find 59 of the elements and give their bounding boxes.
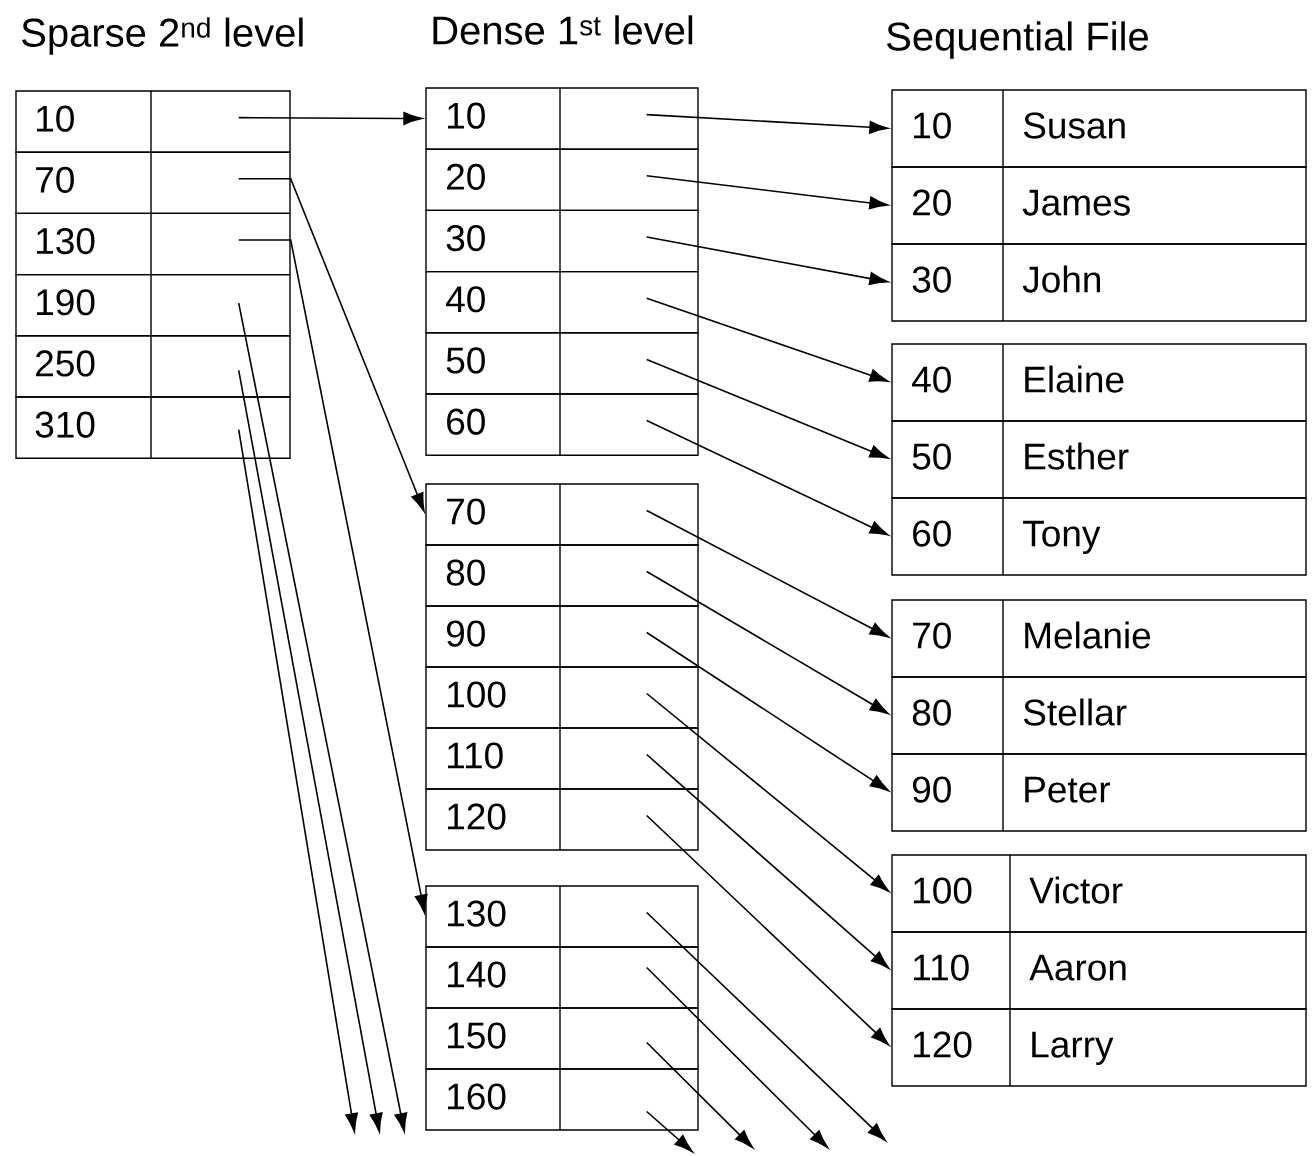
arrow [645, 175, 889, 210]
table-row: 190 [15, 273, 291, 337]
table-row: 120 [425, 788, 699, 851]
arrow [645, 236, 889, 286]
arrow [237, 112, 423, 125]
table-row: 60 [425, 393, 699, 456]
arrow [237, 428, 358, 1132]
table-row: 70 [15, 151, 291, 215]
arrow [645, 419, 889, 536]
table-row: 20 James [891, 166, 1307, 245]
column-heading: Sequential File [887, 21, 1148, 59]
table-row: 50 [425, 332, 699, 395]
table-row: 130 [425, 885, 699, 948]
table-row: 150 [425, 1007, 699, 1070]
table-row: 40 [425, 270, 699, 334]
table-row: 40 Elaine [891, 343, 1307, 422]
arrow [645, 113, 889, 134]
table-row: 100 [425, 666, 699, 729]
arrow [237, 239, 428, 914]
table-row: 80 Stellar [891, 676, 1307, 755]
arrow [645, 631, 889, 792]
arrow [645, 1110, 693, 1153]
table-row: 250 [15, 335, 291, 398]
arrow [237, 302, 408, 1132]
arrow [645, 570, 889, 715]
arrow [645, 358, 889, 459]
arrow [645, 966, 829, 1149]
table-row: 130 [15, 212, 291, 276]
table-row: 50 Esther [891, 420, 1307, 499]
table-row: 90 Peter [891, 753, 1307, 832]
arrow [645, 297, 889, 383]
table-row: 160 [425, 1068, 699, 1131]
arrow [645, 911, 886, 1142]
table-row: 70 Melanie [891, 599, 1307, 678]
table-row: 10 Susan [891, 89, 1307, 168]
column-heading: Sparse 2$^{nd}$ level [22, 17, 303, 55]
arrow [645, 692, 890, 892]
arrow [645, 753, 890, 969]
table-row: 100 Victor [891, 854, 1307, 933]
arrow [645, 814, 890, 1046]
table-row: 110 [425, 727, 699, 790]
table-row: 30 John [891, 243, 1307, 322]
arrow [645, 1041, 754, 1149]
table-row: 80 [425, 544, 699, 607]
table-row: 10 [425, 87, 699, 150]
arrow [237, 178, 425, 512]
arrow [645, 509, 889, 638]
table-row: 120 Larry [891, 1008, 1307, 1087]
table-row: 10 [15, 90, 291, 153]
table-row: 90 [425, 605, 699, 668]
table-row: 20 [425, 148, 699, 212]
column-heading: Dense 1$^{st}$ level [433, 15, 693, 45]
table-row: 310 [15, 396, 291, 459]
table-row: 30 [425, 209, 699, 273]
table-row: 70 [425, 483, 699, 546]
table-row: 110 Aaron [891, 931, 1307, 1010]
arrow [237, 369, 383, 1132]
table-row: 60 Tony [891, 497, 1307, 576]
table-row: 140 [425, 946, 699, 1009]
